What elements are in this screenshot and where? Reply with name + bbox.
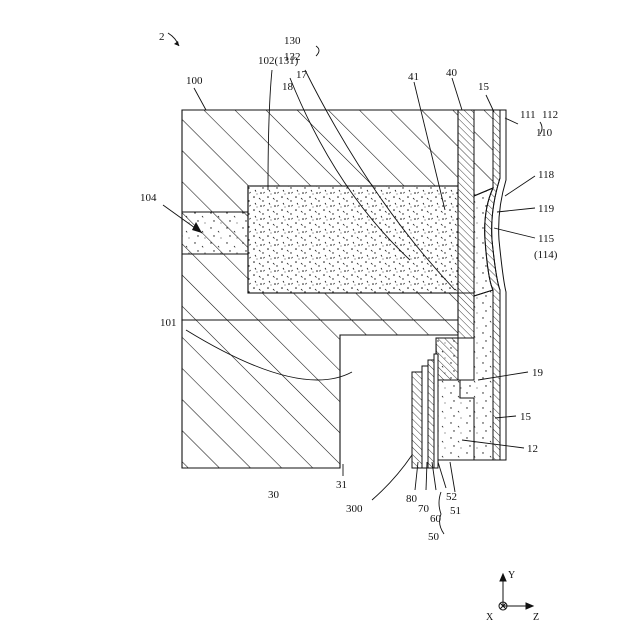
label-100: 100 <box>186 75 203 87</box>
label-41: 41 <box>408 71 419 83</box>
label-112: 112 <box>542 109 558 121</box>
axis-x-label: X <box>486 612 494 623</box>
foam-cavity-102 <box>248 186 458 293</box>
label-130: 130 <box>284 35 301 47</box>
label-110: 110 <box>536 127 553 139</box>
label-31: 31 <box>336 479 347 491</box>
label-111: 111 <box>520 109 536 121</box>
axis-y-label: Y <box>508 570 515 581</box>
label-80: 80 <box>406 493 418 505</box>
label-51: 51 <box>450 505 461 517</box>
label-50: 50 <box>428 531 440 543</box>
layer-52 <box>434 354 438 468</box>
label-104: 104 <box>140 192 157 204</box>
figure-number-group: 2 <box>159 31 179 46</box>
label-12: 12 <box>527 443 538 455</box>
layer-80 <box>412 372 422 468</box>
label-70: 70 <box>418 503 430 515</box>
label-118: 118 <box>538 169 555 181</box>
figure-number: 2 <box>159 31 165 43</box>
label-101: 101 <box>160 317 177 329</box>
label-15-top: 15 <box>478 81 490 93</box>
label-52: 52 <box>446 491 457 503</box>
pad-layer-40 <box>458 110 474 293</box>
injection-gate-104 <box>182 212 248 254</box>
axis-z-label: Z <box>533 612 539 623</box>
axis-y-arrowhead <box>500 574 506 581</box>
laminate-300 <box>412 354 438 468</box>
label-300: 300 <box>346 503 363 515</box>
pad-layer-40-lower <box>458 293 474 338</box>
label-17: 17 <box>296 69 308 81</box>
mold-piece-15-upper <box>474 110 493 196</box>
label-119: 119 <box>538 203 555 215</box>
axis-indicator <box>499 574 533 610</box>
layer-70 <box>422 366 428 468</box>
label-19: 19 <box>532 367 544 379</box>
insert-19-head <box>436 338 458 380</box>
label-40: 40 <box>446 67 458 79</box>
label-132: 132 <box>284 51 301 63</box>
layer-60 <box>428 360 434 468</box>
axis-z-arrowhead <box>526 603 533 609</box>
label-114: (114) <box>534 249 558 261</box>
brace-130 <box>316 46 319 56</box>
label-30: 30 <box>268 489 280 501</box>
label-18: 18 <box>282 81 294 93</box>
label-15-bottom: 15 <box>520 411 532 423</box>
label-115: 115 <box>538 233 555 245</box>
